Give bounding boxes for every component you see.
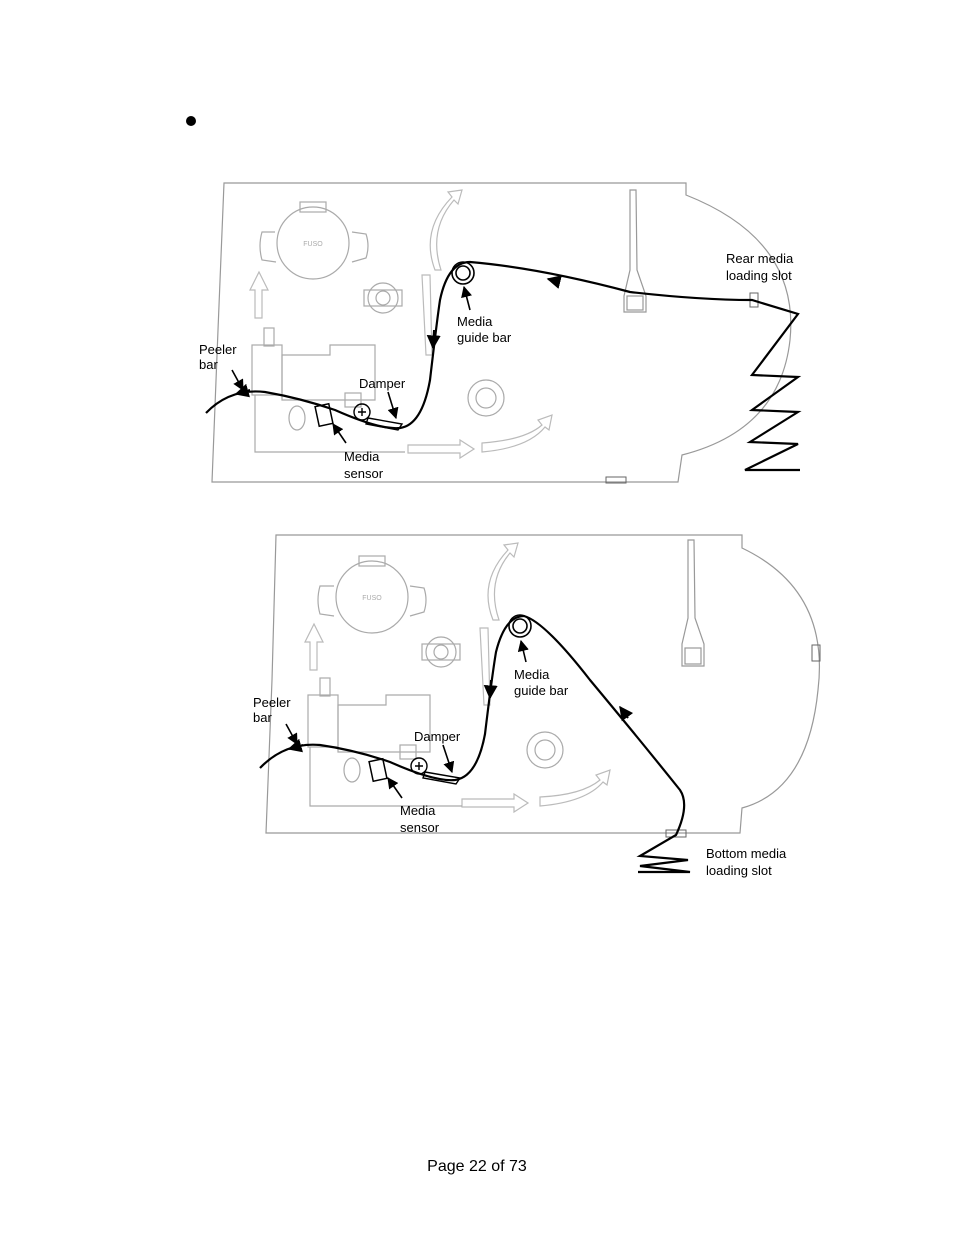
bottom-label-slot-2: loading slot	[706, 863, 772, 878]
bottom-label-damper: Damper	[414, 729, 461, 744]
top-label-rear-slot-1: Rear media	[726, 251, 794, 266]
top-label-rear-slot-2: loading slot	[726, 268, 792, 283]
top-path-arrow-3	[234, 383, 251, 398]
top-rear-guide	[623, 189, 647, 313]
top-label-peeler-1: Peeler	[199, 342, 237, 357]
top-slot-bottom	[605, 476, 627, 484]
page-number: Page 22 of 73	[427, 1158, 527, 1175]
bottom-callout-peeler	[285, 723, 298, 745]
bottom-callout-damper	[442, 744, 455, 774]
bottom-figure: FUSO	[253, 534, 821, 878]
top-flow-arrows	[249, 189, 553, 460]
bottom-media-guide-roller	[508, 614, 532, 638]
bottom-label-guide-1: Media	[514, 667, 550, 682]
top-label-guide-2: guide bar	[457, 330, 512, 345]
bottom-callout-sensor	[387, 777, 403, 799]
bottom-label-peeler-1: Peeler	[253, 695, 291, 710]
bullet-point	[186, 116, 196, 126]
bottom-path-arrow-3	[287, 738, 304, 753]
bottom-lower-roller	[526, 731, 564, 769]
top-callout-sensor	[332, 423, 347, 444]
top-label-guide-1: Media	[457, 314, 493, 329]
bottom-label-peeler-2: bar	[253, 710, 272, 725]
bottom-ribbon-spindle: FUSO	[317, 555, 427, 634]
top-media-guide-roller	[451, 261, 475, 285]
bottom-label-slot-1: Bottom media	[706, 846, 787, 861]
bottom-path-arrow-1	[619, 705, 634, 722]
bottom-flow-arrows	[304, 542, 611, 814]
top-path-arrow-2	[426, 329, 441, 350]
bottom-path-arrow-2	[483, 679, 498, 700]
bottom-rear-guide	[681, 539, 705, 667]
top-print-mechanism	[251, 327, 405, 453]
bottom-printer-frame	[265, 534, 820, 834]
bottom-slot-rear	[811, 644, 821, 662]
top-label-peeler-2: bar	[199, 357, 218, 372]
top-media-path	[205, 260, 802, 472]
bottom-logo: FUSO	[362, 595, 382, 602]
bottom-media-path	[259, 614, 691, 874]
top-logo: FUSO	[303, 241, 323, 248]
bottom-media-sensor	[368, 757, 388, 783]
top-figure: FUSO	[199, 182, 802, 484]
bottom-callout-guide	[517, 639, 529, 663]
bottom-print-mechanism	[307, 677, 462, 807]
bottom-label-guide-2: guide bar	[514, 683, 569, 698]
top-lower-roller	[467, 379, 505, 417]
bottom-label-sensor-2: sensor	[400, 820, 440, 835]
top-ribbon-hub	[363, 282, 403, 314]
top-path-arrow-1	[546, 275, 562, 289]
top-printer-frame	[211, 182, 792, 483]
top-label-sensor-1: Media	[344, 449, 380, 464]
top-ribbon-spindle: FUSO	[259, 201, 369, 280]
bottom-slot-bottom	[665, 829, 687, 838]
bottom-label-sensor-1: Media	[400, 803, 436, 818]
top-callout-guide	[461, 285, 472, 311]
top-callout-peeler	[231, 369, 244, 391]
top-callout-damper	[387, 391, 399, 420]
top-label-sensor-2: sensor	[344, 466, 384, 481]
top-label-damper: Damper	[359, 376, 406, 391]
bottom-ribbon-hub	[421, 636, 461, 668]
